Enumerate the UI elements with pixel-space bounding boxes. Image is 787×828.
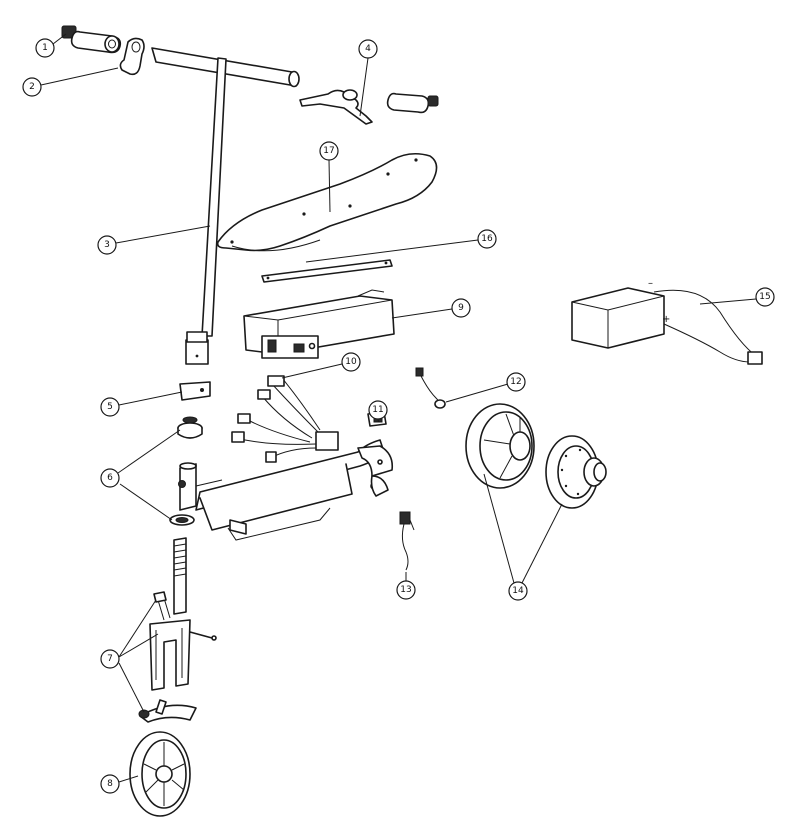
seat	[216, 152, 438, 252]
callout-14-label: 14	[512, 586, 524, 596]
callout-13-label: 13	[400, 585, 411, 595]
callout-9: 9	[451, 298, 471, 318]
callout-6: 6	[100, 468, 120, 488]
callout-12-label: 12	[510, 377, 521, 387]
callout-3: 3	[97, 235, 117, 255]
left-handle-grip	[70, 30, 122, 54]
battery-positive-label: +	[662, 314, 670, 325]
callout-1-label: 1	[42, 43, 48, 53]
callout-5: 5	[100, 397, 120, 417]
callout-15: 15	[755, 287, 775, 307]
battery-box	[243, 289, 395, 359]
callout-7: 7	[100, 649, 120, 669]
callout-17-label: 17	[323, 146, 334, 156]
battery-negative-label: –	[648, 278, 653, 289]
rear-hub-motor	[545, 435, 607, 509]
stem-clamp	[179, 381, 211, 401]
callout-16-label: 16	[481, 234, 493, 244]
battery-pack: – +	[571, 278, 763, 365]
callout-12: 12	[506, 372, 526, 392]
front-fork	[149, 537, 217, 691]
callout-7-label: 7	[107, 654, 113, 664]
callout-10-label: 10	[345, 357, 357, 367]
brake-lever-clamp	[119, 37, 145, 76]
callout-11: 11	[368, 400, 388, 420]
front-fender	[138, 699, 197, 723]
front-wheel	[129, 731, 191, 817]
right-brake-lever	[299, 89, 373, 125]
callout-3-label: 3	[104, 240, 110, 250]
headset-bearing-top	[177, 416, 203, 439]
callout-2-label: 2	[29, 82, 35, 92]
callout-13: 13	[396, 580, 416, 600]
callout-16: 16	[477, 229, 497, 249]
callout-15-label: 15	[759, 292, 770, 302]
callout-14: 14	[508, 581, 528, 601]
callout-17: 17	[319, 141, 339, 161]
handlebar-and-stem	[151, 47, 300, 365]
scooter-frame	[178, 439, 394, 541]
callout-10: 10	[341, 352, 361, 372]
wiring-harness	[231, 375, 339, 463]
callout-9-label: 9	[458, 303, 464, 313]
brake-cable	[399, 511, 415, 571]
callout-6-label: 6	[107, 473, 113, 483]
callout-8: 8	[100, 774, 120, 794]
callout-8-label: 8	[107, 779, 113, 789]
callout-11-label: 11	[372, 405, 383, 415]
rear-wheel-left	[465, 403, 535, 489]
charger-port	[415, 367, 446, 409]
leader-lines	[40, 33, 757, 783]
right-end-cap	[427, 95, 439, 107]
headset-bearing-bottom	[169, 514, 195, 526]
callout-5-label: 5	[107, 402, 113, 412]
callout-4-label: 4	[365, 44, 371, 54]
callout-2: 2	[22, 77, 42, 97]
right-handle-grip	[386, 92, 430, 114]
seat-bracket	[261, 259, 393, 283]
callout-1: 1	[35, 38, 55, 58]
callout-4: 4	[358, 39, 378, 59]
